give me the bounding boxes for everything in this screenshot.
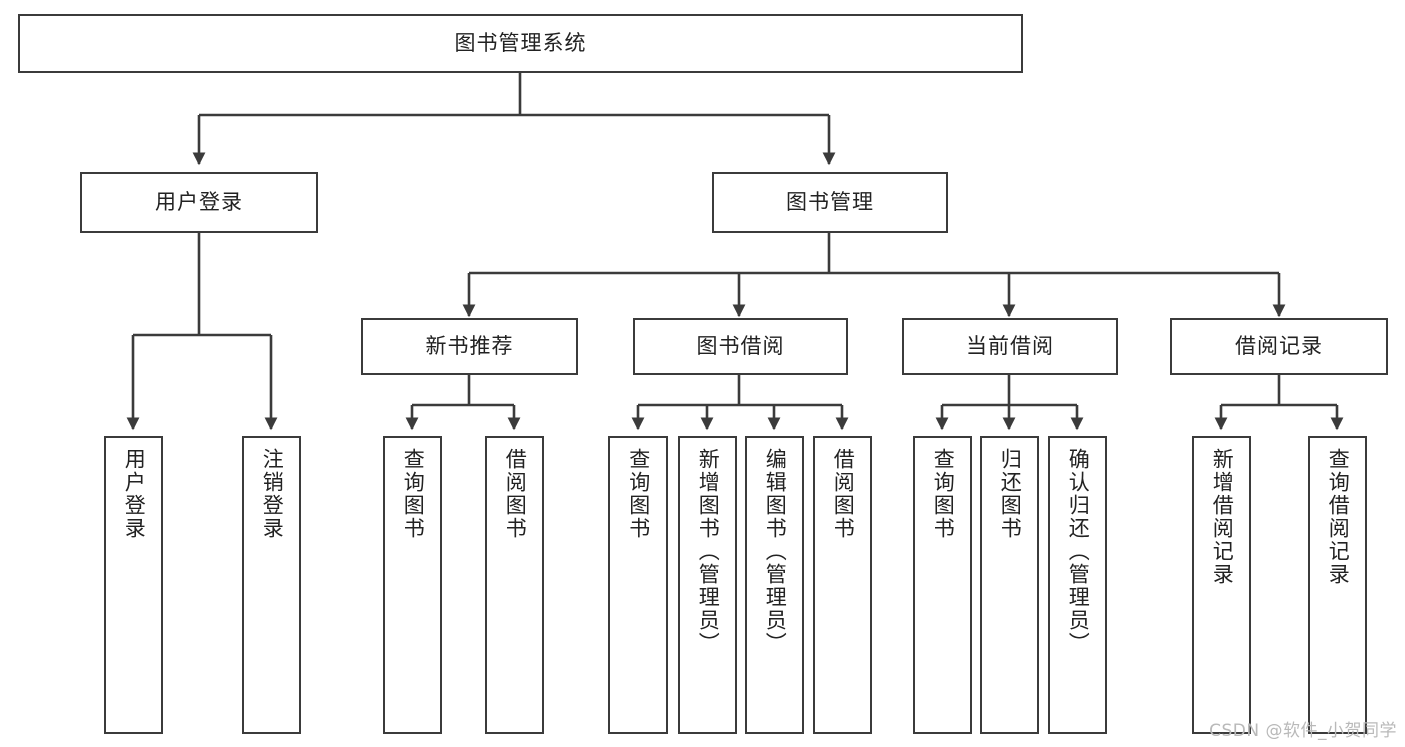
leaf-add-borrow-record[interactable]: 新增借阅记录 bbox=[1192, 436, 1251, 734]
node-label: 编辑图书（管理员） bbox=[763, 448, 788, 655]
leaf-query-borrow-record[interactable]: 查询借阅记录 bbox=[1308, 436, 1367, 734]
node-label: 图书借阅 bbox=[696, 334, 785, 359]
node-borrow-record[interactable]: 借阅记录 bbox=[1170, 318, 1388, 375]
node-label: 查询图书 bbox=[931, 448, 956, 540]
node-label: 注销登录 bbox=[260, 448, 285, 540]
leaf-edit-book-admin[interactable]: 编辑图书（管理员） bbox=[745, 436, 804, 734]
leaf-return-book[interactable]: 归还图书 bbox=[980, 436, 1039, 734]
node-new-book-recommend[interactable]: 新书推荐 bbox=[361, 318, 578, 375]
node-user-login[interactable]: 用户登录 bbox=[80, 172, 318, 233]
node-label: 查询借阅记录 bbox=[1326, 448, 1351, 586]
node-label: 新增借阅记录 bbox=[1210, 448, 1235, 586]
node-label: 归还图书 bbox=[998, 448, 1023, 540]
leaf-logout[interactable]: 注销登录 bbox=[242, 436, 301, 734]
leaf-confirm-return-admin[interactable]: 确认归还（管理员） bbox=[1048, 436, 1107, 734]
node-label: 当前借阅 bbox=[966, 334, 1054, 359]
node-book-management[interactable]: 图书管理 bbox=[712, 172, 948, 233]
node-label: 借阅图书 bbox=[831, 448, 856, 540]
node-root-system[interactable]: 图书管理系统 bbox=[18, 14, 1023, 73]
node-current-borrow[interactable]: 当前借阅 bbox=[902, 318, 1118, 375]
node-label: 新书推荐 bbox=[425, 334, 514, 359]
node-label: 图书管理 bbox=[786, 190, 874, 215]
leaf-borrow-book-new[interactable]: 借阅图书 bbox=[485, 436, 544, 734]
leaf-add-book-admin[interactable]: 新增图书（管理员） bbox=[678, 436, 737, 734]
leaf-query-book-new[interactable]: 查询图书 bbox=[383, 436, 442, 734]
csdn-watermark: CSDN @软件_小贺同学 bbox=[1209, 721, 1397, 741]
leaf-query-book-borrow[interactable]: 查询图书 bbox=[608, 436, 668, 734]
leaf-borrow-book[interactable]: 借阅图书 bbox=[813, 436, 872, 734]
node-label: 借阅记录 bbox=[1235, 334, 1323, 359]
node-label: 查询图书 bbox=[626, 448, 651, 540]
node-label: 新增图书（管理员） bbox=[696, 448, 721, 655]
node-label: 确认归还（管理员） bbox=[1066, 448, 1091, 655]
node-label: 用户登录 bbox=[122, 448, 147, 540]
node-label: 借阅图书 bbox=[503, 448, 528, 540]
leaf-query-book-current[interactable]: 查询图书 bbox=[913, 436, 972, 734]
node-label: 查询图书 bbox=[401, 448, 426, 540]
leaf-user-login[interactable]: 用户登录 bbox=[104, 436, 163, 734]
node-label: 用户登录 bbox=[155, 190, 243, 215]
node-label: 图书管理系统 bbox=[454, 31, 587, 56]
node-book-borrow[interactable]: 图书借阅 bbox=[633, 318, 848, 375]
